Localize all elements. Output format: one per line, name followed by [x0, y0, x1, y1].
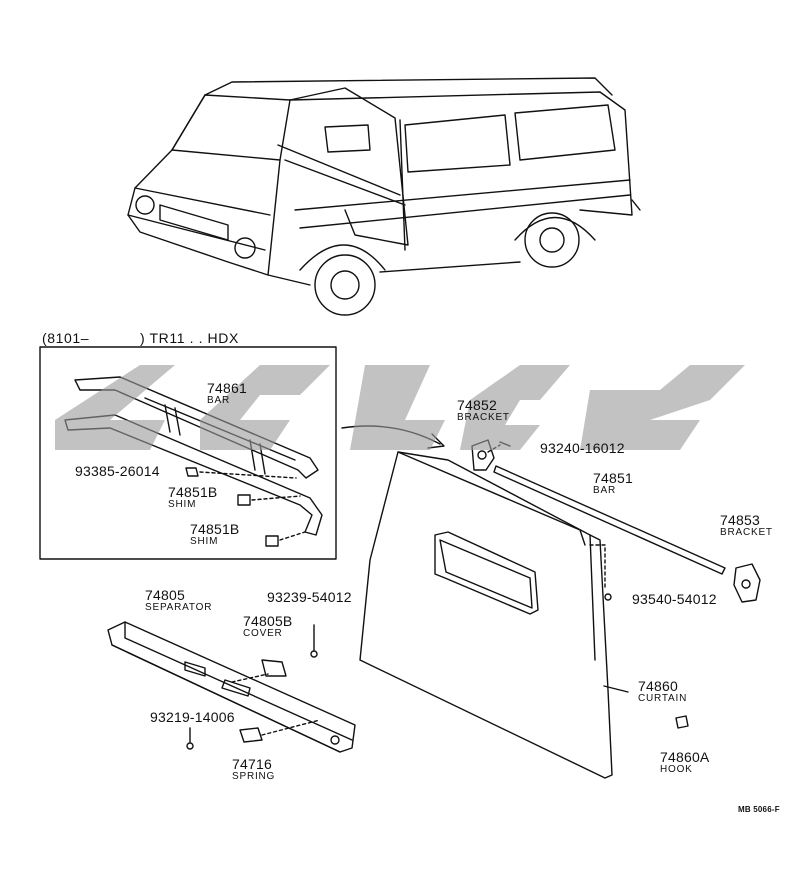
part-number-93385: 93385-26014 [75, 463, 160, 479]
part-number-93219: 93219-14006 [150, 709, 235, 725]
part-number-93239: 93239-54012 [267, 589, 352, 605]
part-number-74851b-2: 74851B [190, 521, 240, 537]
part-name-74860: CURTAIN [638, 693, 688, 704]
reference-code: MB 5066-F [738, 805, 780, 814]
part-number-93540: 93540-54012 [632, 591, 717, 607]
part-number-74853: 74853 [720, 512, 760, 528]
part-number-74852: 74852 [457, 397, 497, 413]
part-number-74851b-1: 74851B [168, 484, 218, 500]
part-name-74716: SPRING [232, 771, 276, 782]
part-number-74716: 74716 [232, 756, 272, 772]
bar-74851-drawing [493, 465, 726, 575]
nut-93385-drawing [185, 467, 199, 477]
part-number-74860a: 74860A [660, 749, 710, 765]
inset-frame [39, 346, 337, 560]
part-name-74860a: HOOK [660, 764, 693, 775]
spring-74716-drawing [239, 727, 263, 743]
curtain-panel-drawing [359, 451, 613, 779]
inset-code: (8101– [42, 330, 90, 346]
part-number-74851: 74851 [593, 470, 633, 486]
part-number-74860: 74860 [638, 678, 678, 694]
part-number-74861: 74861 [207, 380, 247, 396]
part-number-74805b: 74805B [243, 613, 293, 629]
shim-1-drawing [237, 494, 251, 506]
part-name-74851: BAR [593, 485, 616, 496]
part-name-74853: BRACKET [720, 527, 773, 538]
part-name-74851b-1: SHIM [168, 499, 197, 510]
part-number-74805: 74805 [145, 587, 185, 603]
part-name-74861: BAR [207, 395, 230, 406]
cover-74805b-drawing [261, 659, 287, 677]
part-name-74852: BRACKET [457, 412, 510, 423]
separator-74805-drawing [107, 621, 356, 753]
watermark [55, 365, 745, 450]
bracket-74853-drawing [733, 563, 761, 603]
part-name-74805: SEPARATOR [145, 602, 213, 613]
van-illustration [127, 77, 641, 316]
part-name-74805b: COVER [243, 628, 283, 639]
inset-model: ) TR11 . . HDX [140, 330, 239, 346]
part-number-93240: 93240-16012 [540, 440, 625, 456]
shim-2-drawing [265, 535, 279, 547]
part-name-74851b-2: SHIM [190, 536, 219, 547]
